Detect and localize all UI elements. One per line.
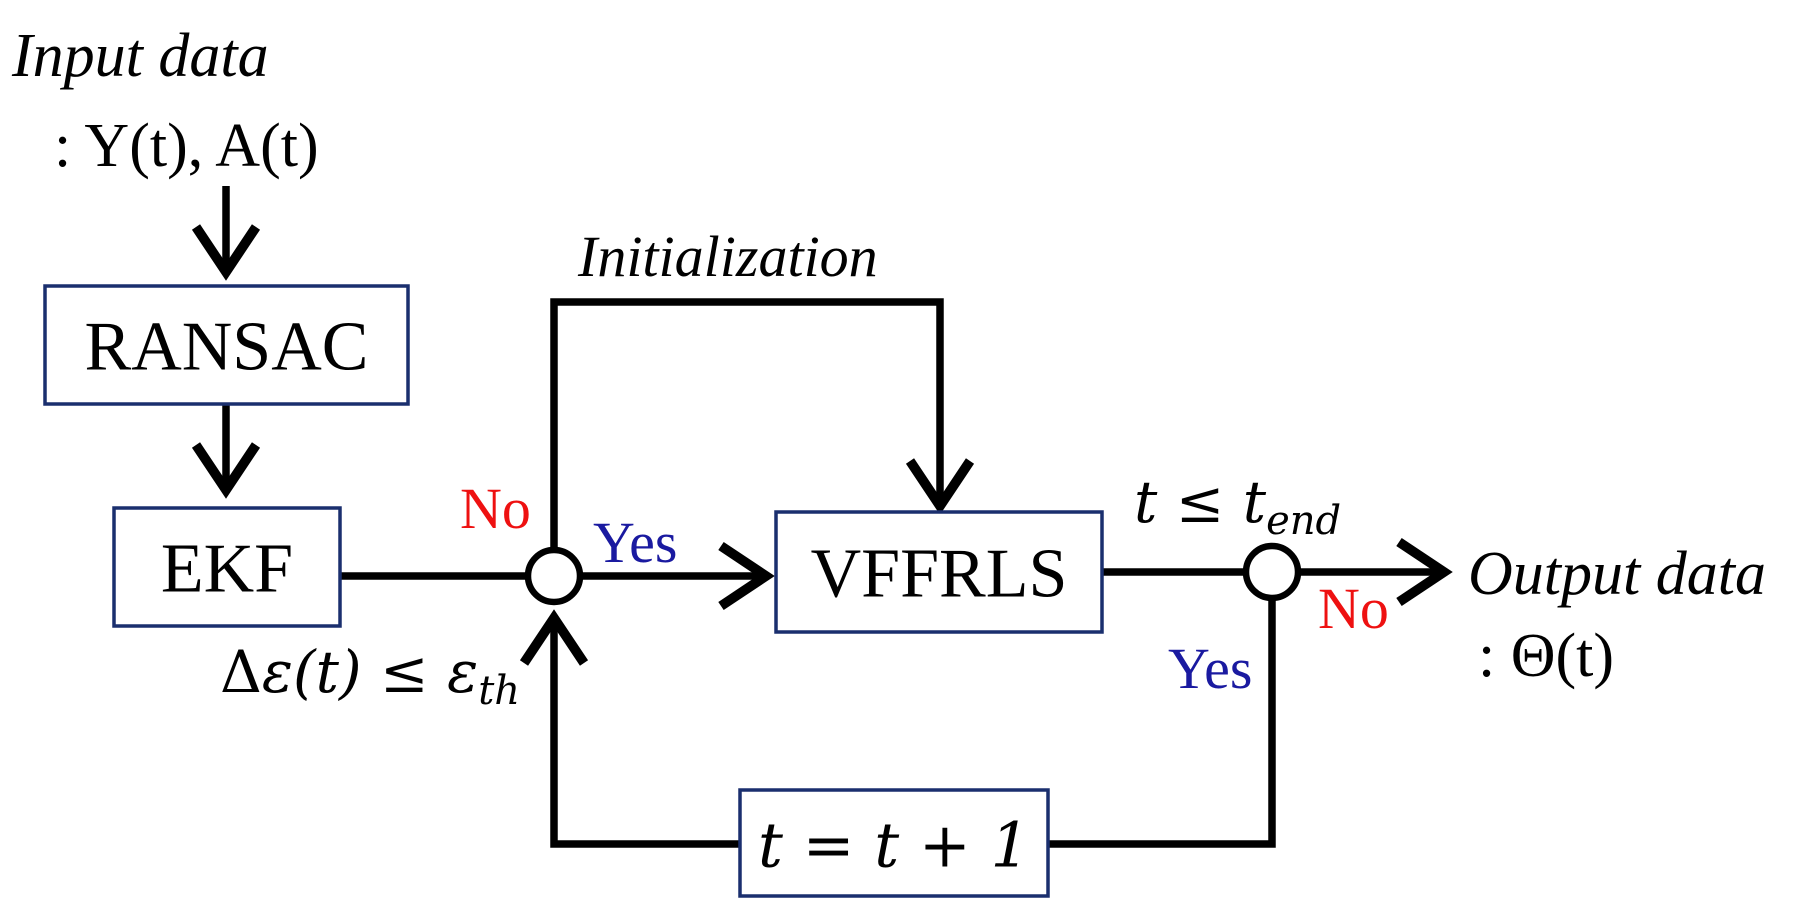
check2-no-label: No — [1318, 576, 1389, 641]
initialization-label: Initialization — [577, 224, 878, 289]
output-title: Output data — [1468, 540, 1766, 608]
node-ransac: RANSAC — [43, 284, 410, 406]
condition-error-op: ≤ — [362, 638, 447, 706]
node-vffrls-label: VFFRLS — [811, 536, 1068, 613]
condition-time-lhs: t — [1134, 468, 1158, 536]
node-ekf: EKF — [112, 506, 342, 628]
condition-error-rhs: ε — [447, 638, 478, 706]
output-signals: : Θ(t) — [1478, 622, 1614, 690]
node-vffrls: VFFRLS — [774, 510, 1104, 634]
condition-time-rhs: t — [1243, 468, 1267, 536]
input-title: Input data — [11, 22, 269, 90]
condition-time-rhs-sub: end — [1266, 498, 1341, 544]
condition-time-op: ≤ — [1157, 468, 1242, 536]
input-signals: : Y(t), A(t) — [54, 112, 319, 180]
decision-error-check — [524, 546, 584, 606]
node-ransac-label: RANSAC — [85, 309, 369, 386]
node-ekf-label: EKF — [161, 531, 293, 608]
node-increment: t = t + 1 — [738, 788, 1050, 898]
edge-check2-to-increment — [1048, 598, 1276, 848]
condition-error-lhs: ε(t) — [262, 638, 362, 706]
condition-error-rhs-sub: th — [478, 668, 520, 714]
edge-initialization-loop — [550, 298, 975, 552]
condition-error-threshold: Δε(t) ≤ εth — [220, 638, 520, 714]
check1-no-label: No — [460, 476, 531, 541]
decision-time-check — [1242, 542, 1302, 602]
node-increment-label: t = t + 1 — [758, 809, 1030, 882]
check2-yes-label: Yes — [1168, 636, 1252, 701]
condition-time-end: t ≤ tend — [1134, 468, 1341, 544]
condition-error-delta: Δ — [220, 638, 262, 706]
edges — [191, 186, 1453, 848]
check1-yes-label: Yes — [593, 510, 677, 575]
edge-increment-to-check1 — [519, 609, 740, 848]
